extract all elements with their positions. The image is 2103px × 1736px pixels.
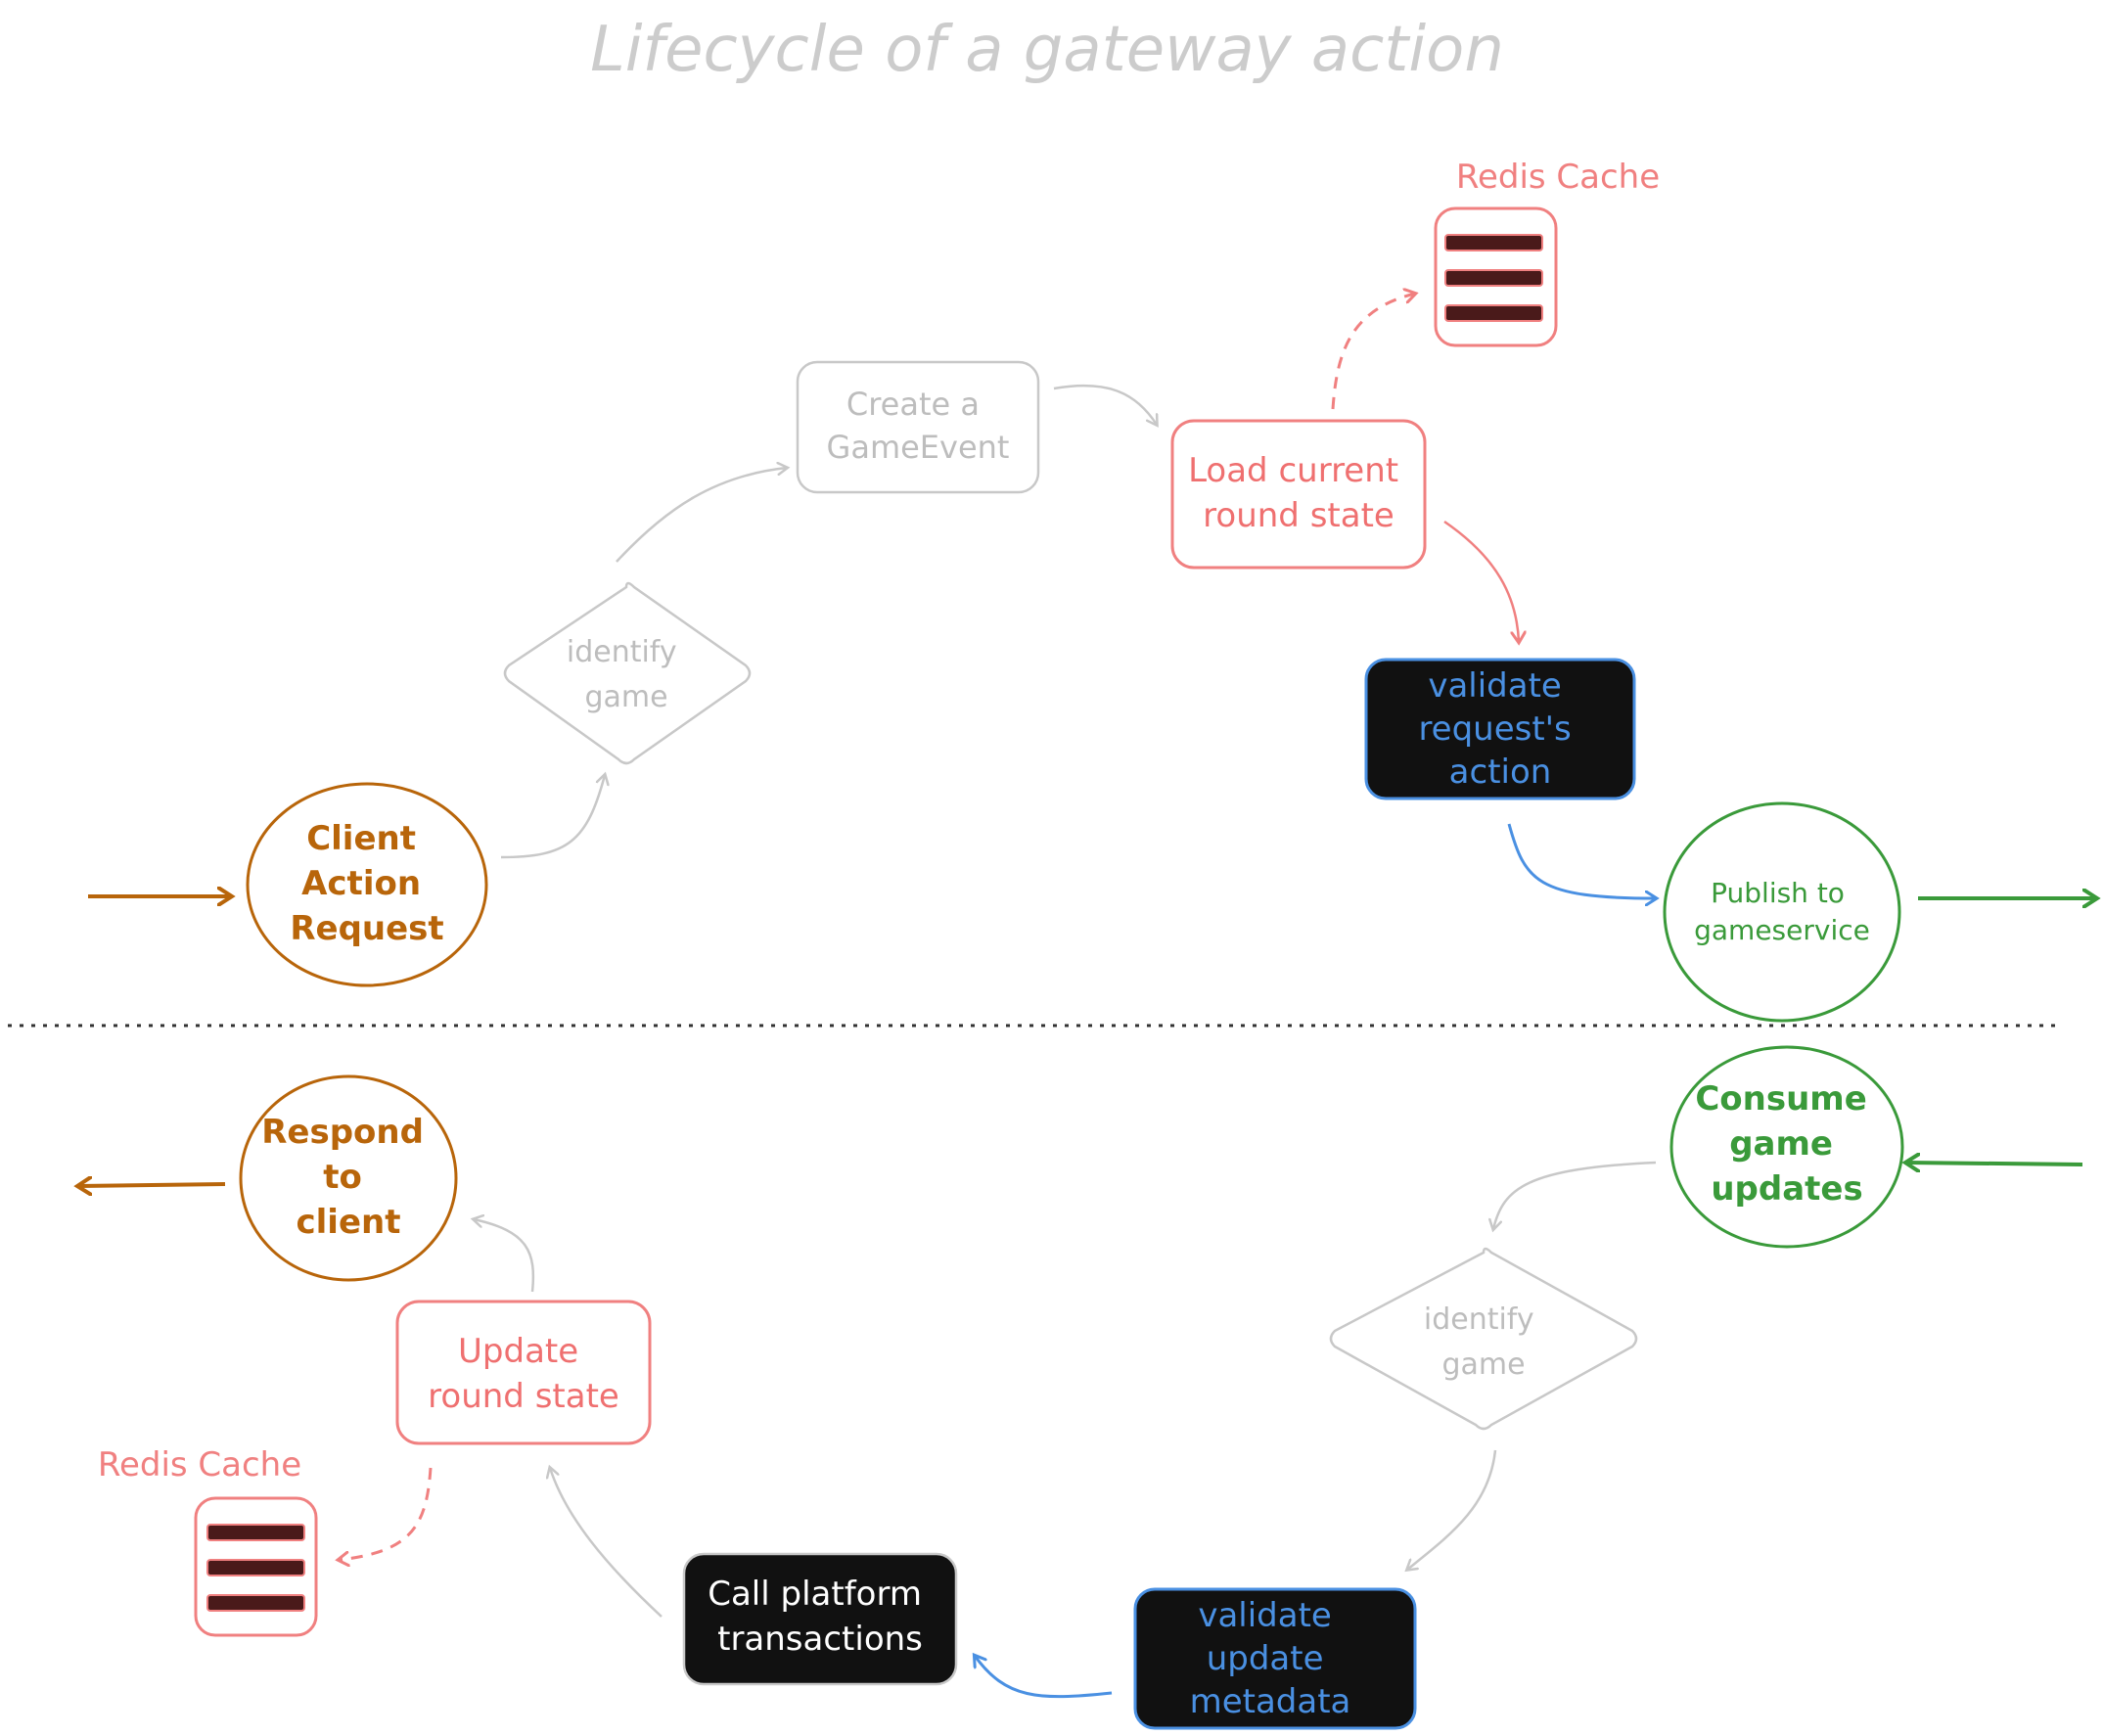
svg-text:validate update me: validate update metadata bbox=[1190, 1596, 1351, 1721]
respond-to-client-node: Respond to client bbox=[239, 1074, 458, 1282]
svg-text:Client Action Requ: Client Action Request bbox=[290, 819, 443, 948]
redis-cache-icon-bottom bbox=[194, 1496, 318, 1637]
node-text: gameservice bbox=[1694, 914, 1870, 946]
flow-arrow bbox=[1493, 1161, 1657, 1229]
node-text: round state bbox=[1203, 496, 1394, 535]
cache-read-arrow bbox=[1331, 294, 1415, 410]
svg-text:Call platform transactio: Call platform transactions bbox=[708, 1575, 933, 1659]
node-text: identify bbox=[567, 635, 677, 669]
redis-cache-icon-top bbox=[1434, 206, 1558, 347]
node-text: Call platform bbox=[708, 1575, 922, 1614]
cache-write-arrow bbox=[339, 1467, 433, 1560]
diagram-title: Lifecycle of a gateway action bbox=[590, 14, 1504, 86]
node-text: Publish to bbox=[1711, 877, 1845, 909]
redis-cache-label-bottom: Redis Cache bbox=[98, 1445, 301, 1485]
node-text: Create a bbox=[846, 386, 980, 423]
validate-update-metadata-node: validate update metadata bbox=[1133, 1587, 1417, 1730]
node-text: Load current bbox=[1188, 451, 1398, 490]
node-text: update bbox=[1207, 1639, 1324, 1678]
svg-text:Create a GameEvent: Create a GameEvent bbox=[827, 386, 1010, 466]
node-text: Consume bbox=[1695, 1079, 1866, 1119]
client-action-request-node: Client Action Request bbox=[246, 782, 488, 987]
validate-request-action-node: validate request's action bbox=[1364, 658, 1636, 800]
identify-game-node-bottom: identify game bbox=[1329, 1247, 1638, 1431]
node-text: metadata bbox=[1190, 1682, 1351, 1721]
node-text: request's bbox=[1418, 709, 1571, 749]
update-round-state-node: Update round state bbox=[395, 1300, 652, 1445]
svg-text:identify game: identify game bbox=[1424, 1302, 1543, 1382]
node-text: action bbox=[1449, 753, 1552, 792]
flow-arrow bbox=[1053, 384, 1157, 425]
identify-game-node-top: identify game bbox=[503, 581, 752, 765]
flow-arrow bbox=[1443, 520, 1519, 642]
node-text: client bbox=[297, 1203, 401, 1242]
svg-text:validate request's: validate request's action bbox=[1418, 666, 1581, 792]
svg-text:Update round state: Update round state bbox=[428, 1332, 619, 1416]
svg-text:Respond to client: Respond to client bbox=[261, 1113, 435, 1242]
redis-cache-label-top: Redis Cache bbox=[1456, 158, 1660, 197]
flow-arrow bbox=[1407, 1449, 1497, 1570]
svg-text:Publish to gameservice: Publish to gameservice bbox=[1694, 877, 1870, 946]
node-text: GameEvent bbox=[827, 429, 1010, 466]
publish-to-gameservice-node: Publish to gameservice bbox=[1663, 801, 1901, 1023]
node-text: to bbox=[323, 1158, 362, 1197]
node-text: game bbox=[584, 680, 667, 714]
outgoing-response-arrow bbox=[78, 1184, 226, 1186]
flow-arrow bbox=[550, 1468, 663, 1618]
flow-arrow bbox=[975, 1656, 1113, 1699]
node-text: validate bbox=[1428, 666, 1562, 706]
node-text: Action bbox=[301, 864, 421, 903]
svg-text:Consume game updat: Consume game updates bbox=[1695, 1079, 1878, 1209]
svg-text:identify game: identify game bbox=[567, 635, 686, 714]
incoming-updates-arrow bbox=[1906, 1163, 2083, 1165]
call-platform-transactions-node: Call platform transactions bbox=[682, 1552, 958, 1686]
svg-text:Load current round state: Load current round state bbox=[1188, 451, 1409, 535]
flow-arrow bbox=[616, 468, 787, 563]
consume-game-updates-node: Consume game updates bbox=[1669, 1045, 1904, 1249]
create-game-event-node: Create a GameEvent bbox=[796, 360, 1040, 494]
node-text: game bbox=[1441, 1348, 1525, 1382]
node-text: Respond bbox=[261, 1113, 424, 1152]
node-text: validate bbox=[1198, 1596, 1332, 1635]
flow-arrow bbox=[500, 775, 605, 859]
flow-arrow bbox=[474, 1219, 535, 1293]
node-text: identify bbox=[1424, 1302, 1534, 1337]
load-round-state-node: Load current round state bbox=[1170, 419, 1427, 570]
node-text: transactions bbox=[717, 1620, 923, 1659]
node-text: game bbox=[1729, 1124, 1833, 1164]
flow-arrow bbox=[1507, 823, 1656, 898]
node-text: updates bbox=[1711, 1169, 1862, 1209]
node-text: Update bbox=[458, 1332, 578, 1371]
node-text: round state bbox=[428, 1377, 619, 1416]
node-text: Client bbox=[306, 819, 416, 858]
node-text: Request bbox=[290, 909, 443, 948]
